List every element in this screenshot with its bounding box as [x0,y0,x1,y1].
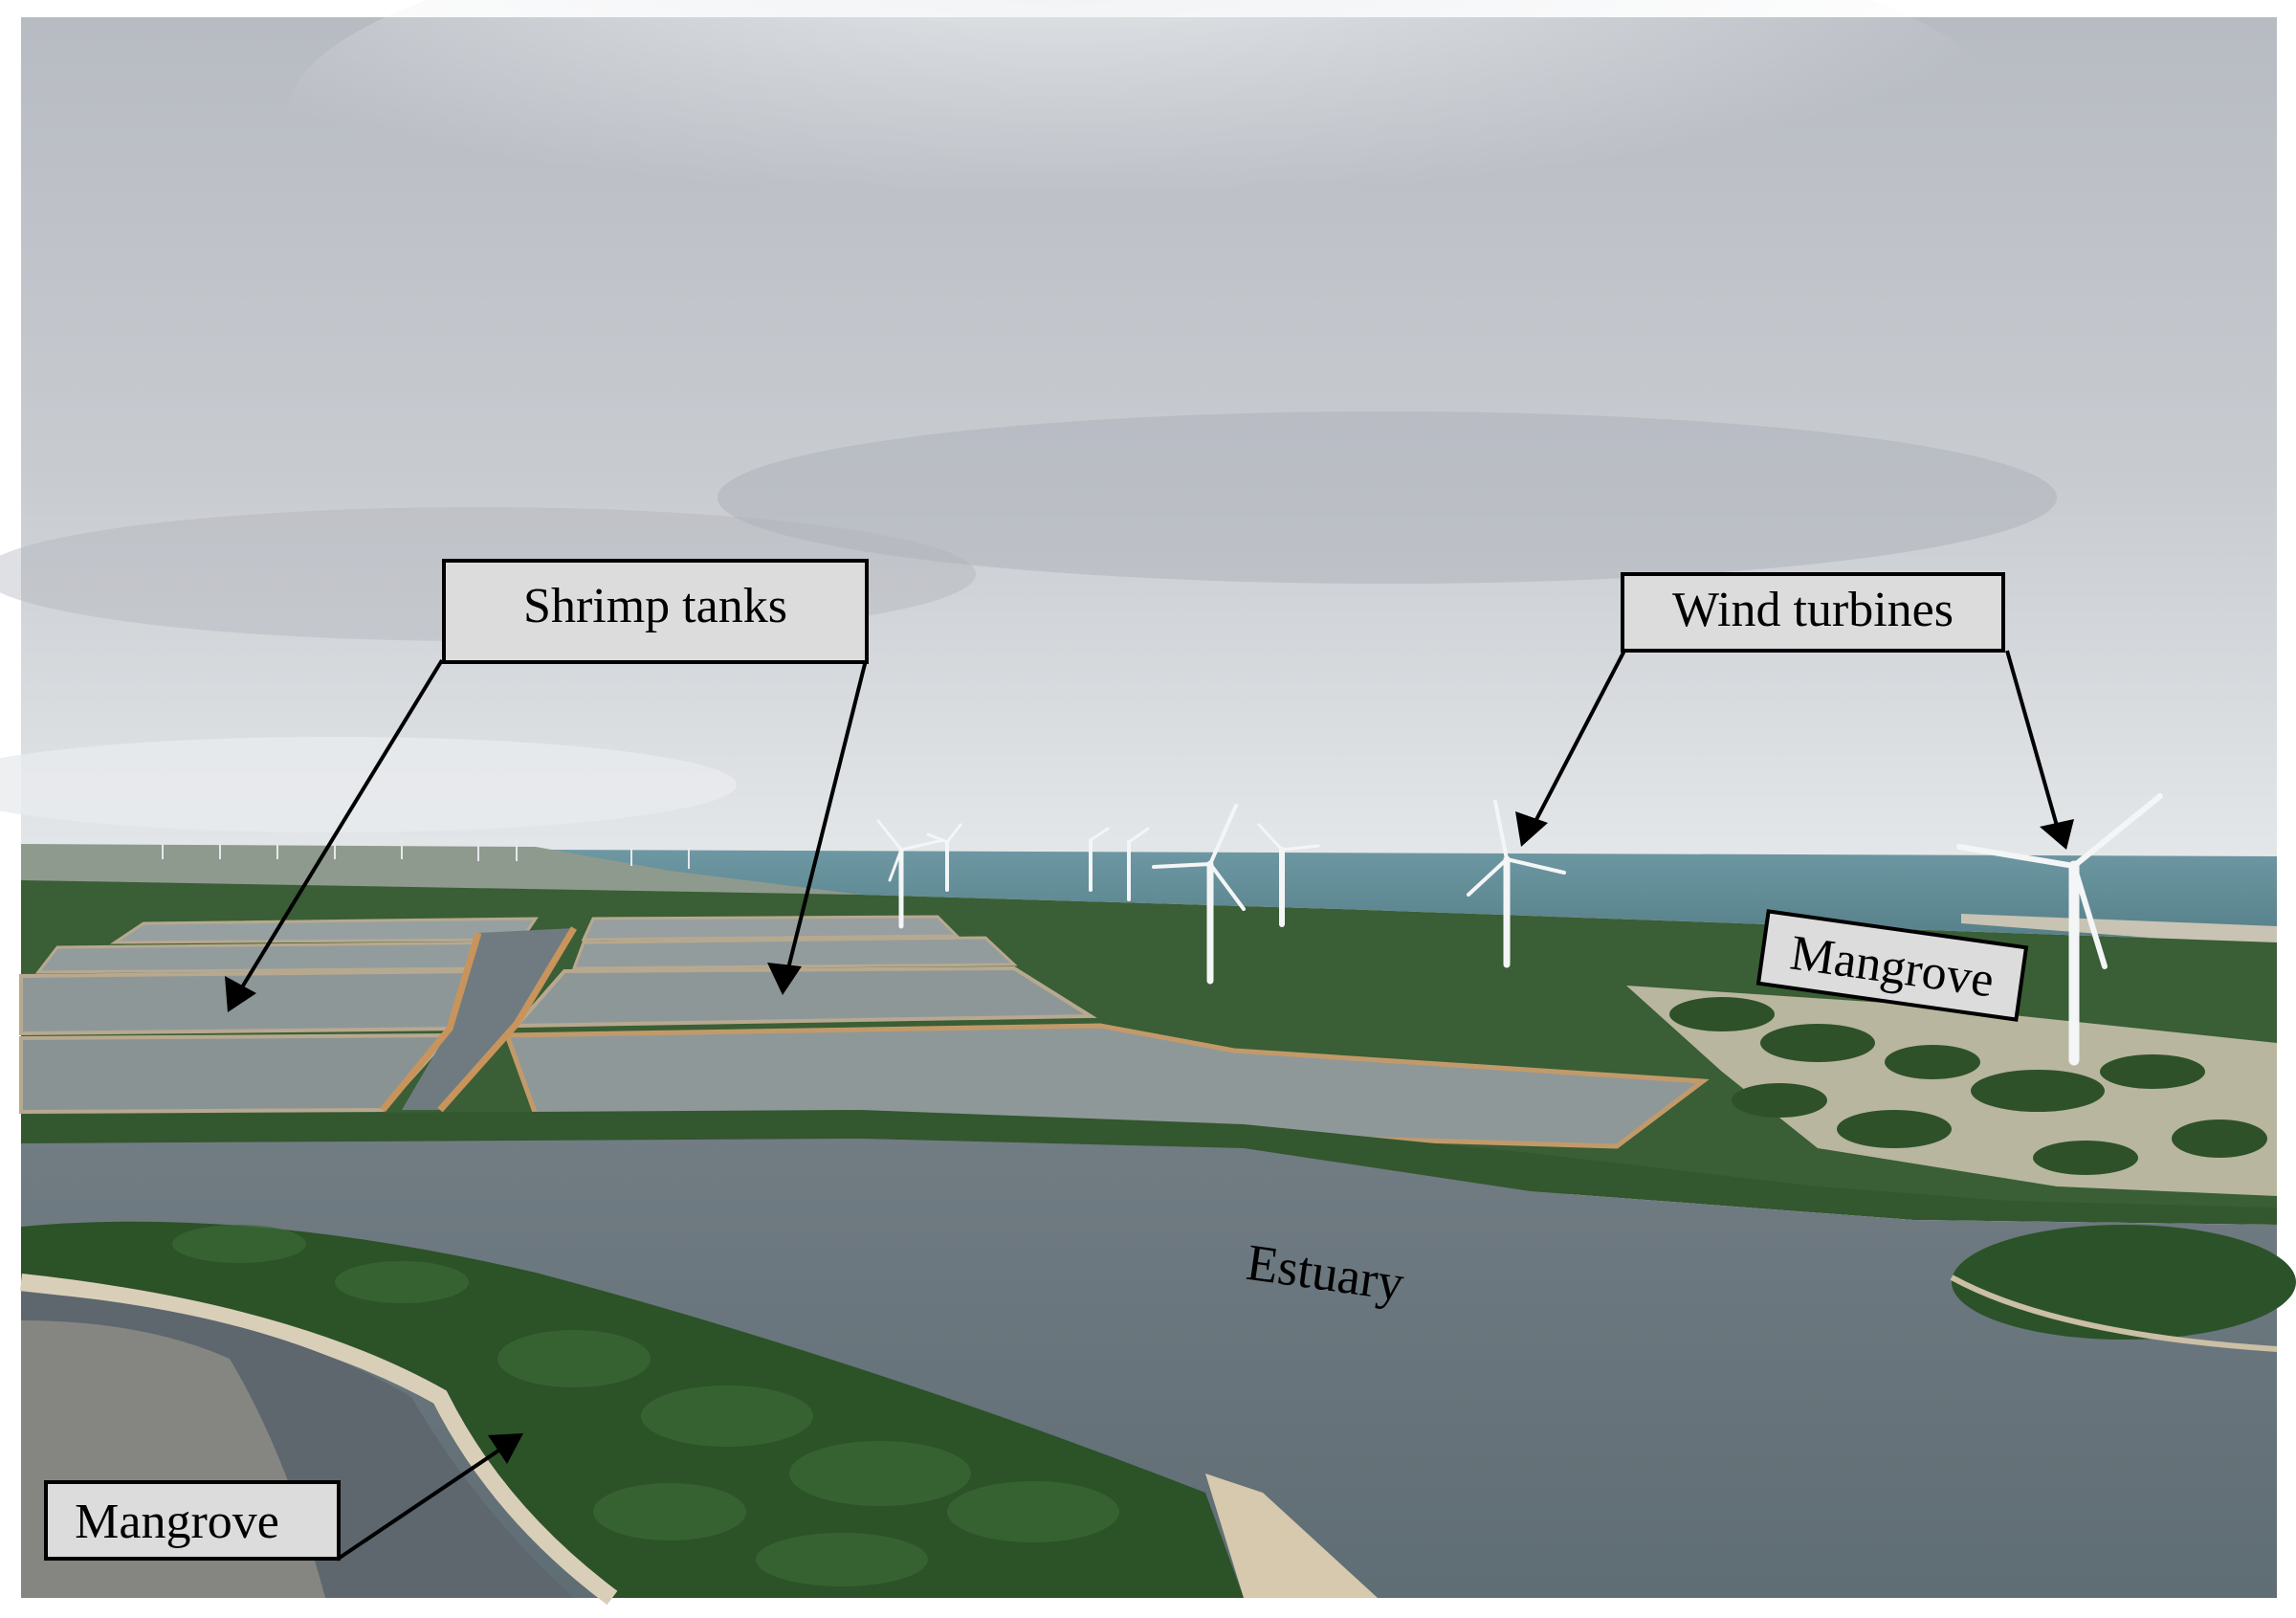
wind-turbines [876,793,2163,1066]
shrimp-tanks-label: Shrimp tanks [523,579,787,633]
wind-turbine-icon [1152,804,1246,985]
right-island [1952,1225,2296,1340]
pond-fringe [21,1110,2277,1225]
sea [536,850,2277,942]
arrowheads [225,811,2074,1464]
arrow-wind-left [1529,650,1626,831]
wind-turbines-label: Wind turbines [1672,583,1954,637]
sand-spit [1205,1474,1378,1598]
wind-turbine-icon [1467,800,1566,968]
mangrove-left-callout: Mangrove [44,1480,341,1561]
wind-turbine-icon [1089,827,1110,892]
distant-turbines [162,840,690,869]
wind-turbines-callout: Wind turbines [1621,572,2005,653]
shrimp-tanks-callout: Shrimp tanks [442,559,869,664]
arrow-shrimp-left [235,658,444,997]
wind-turbine-icon [926,823,962,892]
beach-strip [1961,914,2277,947]
mangrove-left-label: Mangrove [75,1495,279,1549]
callout-arrows [235,650,2061,1562]
cloud-highlight [287,0,2009,325]
arrow-wind-right [2005,650,2061,833]
mangrove-peninsula [21,1221,1244,1598]
distant-land [21,844,861,895]
wind-turbine-icon [1956,793,2163,1066]
canopy-texture [172,1225,1119,1586]
arrow-mangrove-left [335,1443,509,1562]
cloud-dark [718,411,2057,584]
wind-turbine-icon [1257,823,1320,927]
wind-turbine-icon [876,819,945,929]
cloud-light [0,737,737,832]
arrow-shrimp-right [784,659,868,977]
wind-turbine-icon [1127,827,1150,901]
mangrove-right-callout: Mangrove [1755,909,2029,1022]
peninsula-beach [20,1274,618,1606]
shrubs-right [1669,997,2267,1175]
